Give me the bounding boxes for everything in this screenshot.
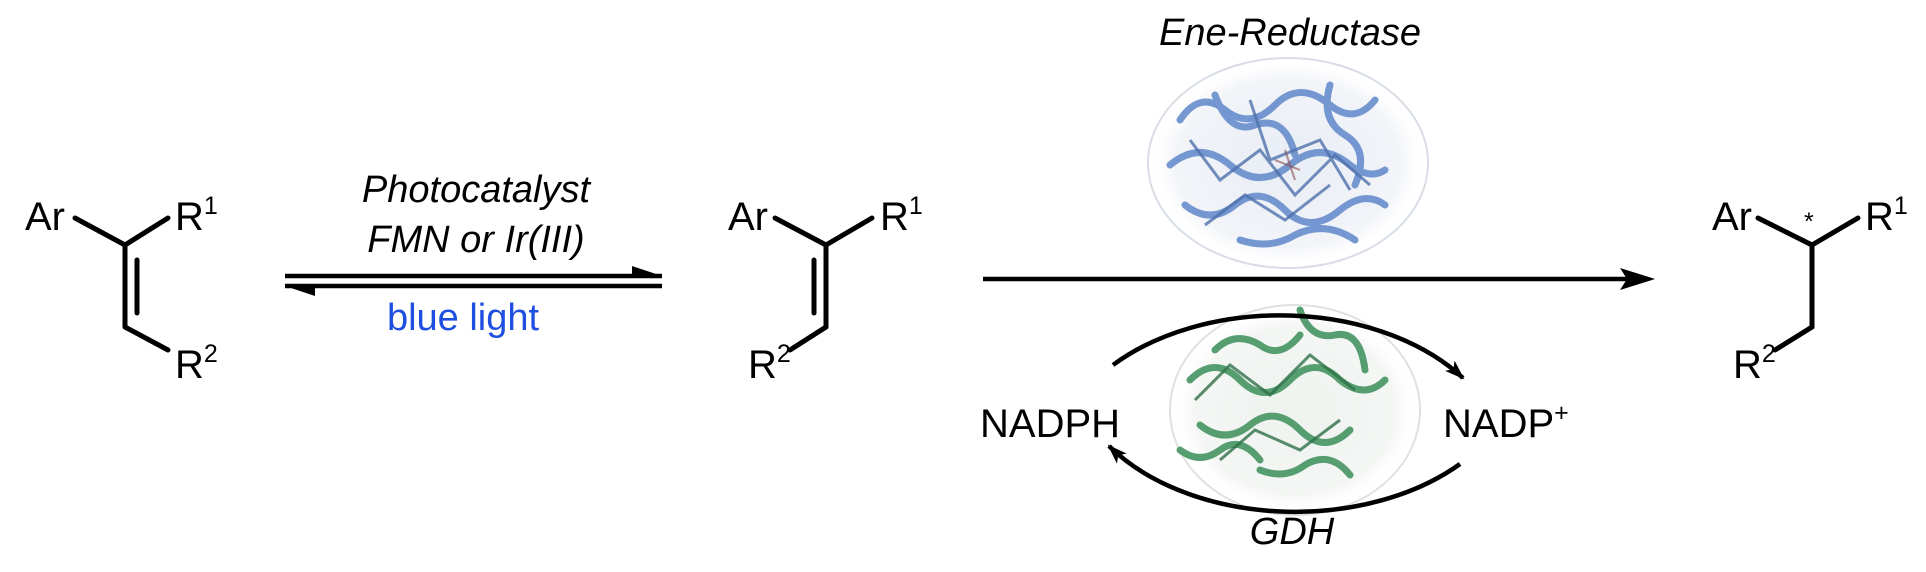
product-ar-label: Ar	[1712, 195, 1752, 239]
substrate-r1-label: R1	[175, 192, 218, 239]
substrate-ar-label: Ar	[25, 195, 65, 239]
stereocenter-asterisk: *	[1804, 208, 1814, 236]
nadph-label: NADPH	[980, 402, 1120, 446]
ene-reductase-structure	[1147, 57, 1429, 269]
isomer-r2-label: R2	[748, 340, 791, 387]
cycle-arrow-bottom	[1107, 444, 1462, 515]
blue-light-label: blue light	[387, 297, 540, 339]
isomer-ar-label: Ar	[728, 195, 768, 239]
product-r1-label: R1	[1865, 192, 1908, 239]
photocatalyst-options-label: FMN or Ir(III)	[367, 219, 584, 261]
reduction-arrowhead	[1620, 268, 1655, 290]
equilibrium-arrows	[285, 266, 662, 296]
product-r2-label: R2	[1733, 340, 1776, 387]
substrate-r2-label: R2	[175, 340, 218, 387]
substrate-alkene: Ar R1 R2	[25, 192, 218, 387]
nadp-plus-label: NADP+	[1443, 399, 1569, 446]
cycle-arrow-top	[1111, 313, 1465, 380]
isomer-r1-label: R1	[880, 192, 923, 239]
ene-reductase-label: Ene-Reductase	[1159, 12, 1421, 54]
isomer-alkene: Ar R1 R2	[728, 192, 923, 387]
gdh-structure	[1169, 304, 1421, 516]
gdh-label: GDH	[1250, 511, 1335, 553]
photocatalyst-label: Photocatalyst	[362, 169, 592, 211]
product-alkane: Ar * R1 R2	[1712, 192, 1908, 387]
